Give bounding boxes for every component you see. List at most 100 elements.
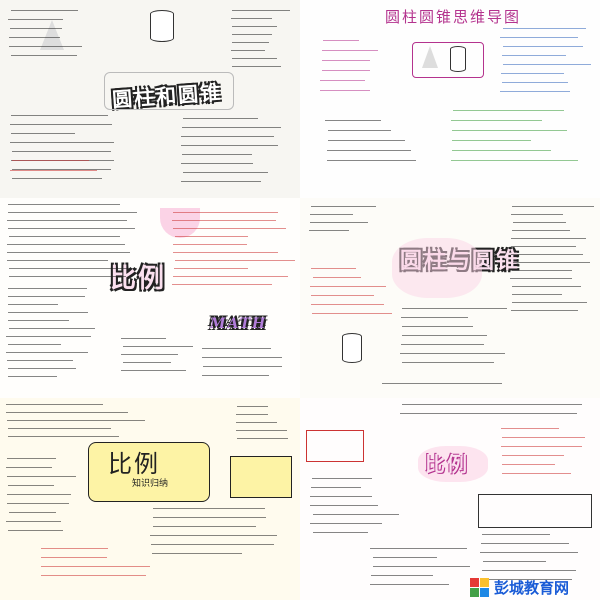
handwritten-line <box>8 276 127 277</box>
cylinder-sketch <box>150 10 174 42</box>
handwritten-line <box>11 115 108 116</box>
cylinder-sketch <box>342 333 362 363</box>
handwritten-line <box>6 352 89 353</box>
handwritten-line <box>500 446 583 447</box>
handwritten-line <box>512 222 566 223</box>
handwritten-line <box>8 268 137 269</box>
handwritten-line <box>8 19 63 20</box>
handwritten-line <box>327 130 391 131</box>
handwritten-line <box>237 406 268 407</box>
handwritten-line <box>151 544 275 545</box>
handwritten-line <box>172 252 279 253</box>
handwritten-line <box>7 344 62 345</box>
watermark-text: 彭城教育网 <box>494 579 570 597</box>
handwritten-line <box>174 236 249 237</box>
handwritten-line <box>201 375 269 376</box>
handwritten-line <box>8 320 70 321</box>
sheet-subtitle: 知识归纳 <box>132 479 169 489</box>
handwritten-line <box>11 133 75 134</box>
handwritten-line <box>401 308 508 309</box>
handwritten-line <box>400 353 505 354</box>
handwritten-line <box>10 28 63 29</box>
handwritten-line <box>173 268 249 269</box>
handwritten-line <box>312 313 392 314</box>
handwritten-line <box>310 206 377 207</box>
handwritten-line <box>308 230 350 231</box>
handwritten-line <box>310 523 382 524</box>
handwritten-line <box>10 124 113 125</box>
title-cloud <box>392 238 482 298</box>
handwritten-line <box>7 260 108 261</box>
handwritten-line <box>231 58 277 59</box>
handwritten-line <box>370 584 449 585</box>
handwritten-line <box>231 10 291 11</box>
handwritten-line <box>381 383 502 384</box>
cone-sketch <box>40 20 64 50</box>
handwritten-line <box>10 10 79 11</box>
handwritten-line <box>510 254 584 255</box>
handwritten-line <box>481 534 551 535</box>
handwritten-line <box>8 512 56 513</box>
handwritten-line <box>152 508 265 509</box>
handwritten-line <box>231 66 281 67</box>
handwritten-line <box>8 312 88 313</box>
handwritten-line <box>7 428 111 429</box>
sheet-cylinder-cone-notes: 圆柱和圆锥 <box>0 0 300 198</box>
sheet-title: 比例 <box>425 452 469 476</box>
handwritten-line <box>6 476 76 477</box>
center-node <box>412 42 484 78</box>
handwritten-line <box>10 142 114 143</box>
handwritten-line <box>480 543 569 544</box>
handwritten-line <box>482 570 576 571</box>
handwritten-line <box>311 304 384 305</box>
handwritten-line <box>326 150 412 151</box>
handwritten-line <box>312 277 361 278</box>
handwritten-line <box>512 294 562 295</box>
handwritten-line <box>7 376 58 377</box>
handwritten-line <box>201 348 272 349</box>
handwritten-line <box>401 362 495 363</box>
handwritten-line <box>6 244 125 245</box>
handwritten-line <box>502 455 564 456</box>
handwritten-line <box>7 530 63 531</box>
handwritten-line <box>401 344 485 345</box>
handwritten-line <box>12 178 103 179</box>
handwritten-line <box>370 548 468 549</box>
handwritten-line <box>512 270 573 271</box>
title-scroll <box>88 442 210 502</box>
handwritten-line <box>181 136 274 137</box>
handwritten-line <box>327 160 416 161</box>
handwritten-line <box>7 485 54 486</box>
handwritten-line <box>231 18 273 19</box>
handwritten-line <box>482 579 572 580</box>
handwritten-line <box>511 286 582 287</box>
handwritten-line <box>309 222 368 223</box>
handwritten-line <box>6 494 72 495</box>
handwritten-line <box>120 370 186 371</box>
handwritten-line <box>400 413 578 414</box>
handwritten-line <box>310 496 372 497</box>
handwritten-line <box>181 163 253 164</box>
handwritten-line <box>501 437 585 438</box>
handwritten-line <box>401 317 469 318</box>
handwritten-line <box>11 151 112 152</box>
site-logo <box>470 577 490 598</box>
handwritten-line <box>10 55 77 56</box>
handwritten-line <box>325 120 381 121</box>
handwritten-line <box>41 548 108 549</box>
handwritten-line <box>511 310 579 311</box>
handwritten-line <box>6 467 53 468</box>
sheet-title: 比例 <box>108 450 160 478</box>
handwritten-line <box>502 46 583 47</box>
handwritten-line <box>7 458 57 459</box>
handwritten-line <box>322 50 378 51</box>
handwritten-line <box>8 236 121 237</box>
title-frame <box>104 72 234 110</box>
handwritten-line <box>451 140 531 141</box>
handwritten-line <box>41 566 151 567</box>
handwritten-line <box>502 464 556 465</box>
sheet-title: 圆柱圆锥思维导图 <box>385 8 522 26</box>
handwritten-line <box>152 553 243 554</box>
handwritten-line <box>172 220 277 221</box>
handwritten-line <box>452 130 567 131</box>
